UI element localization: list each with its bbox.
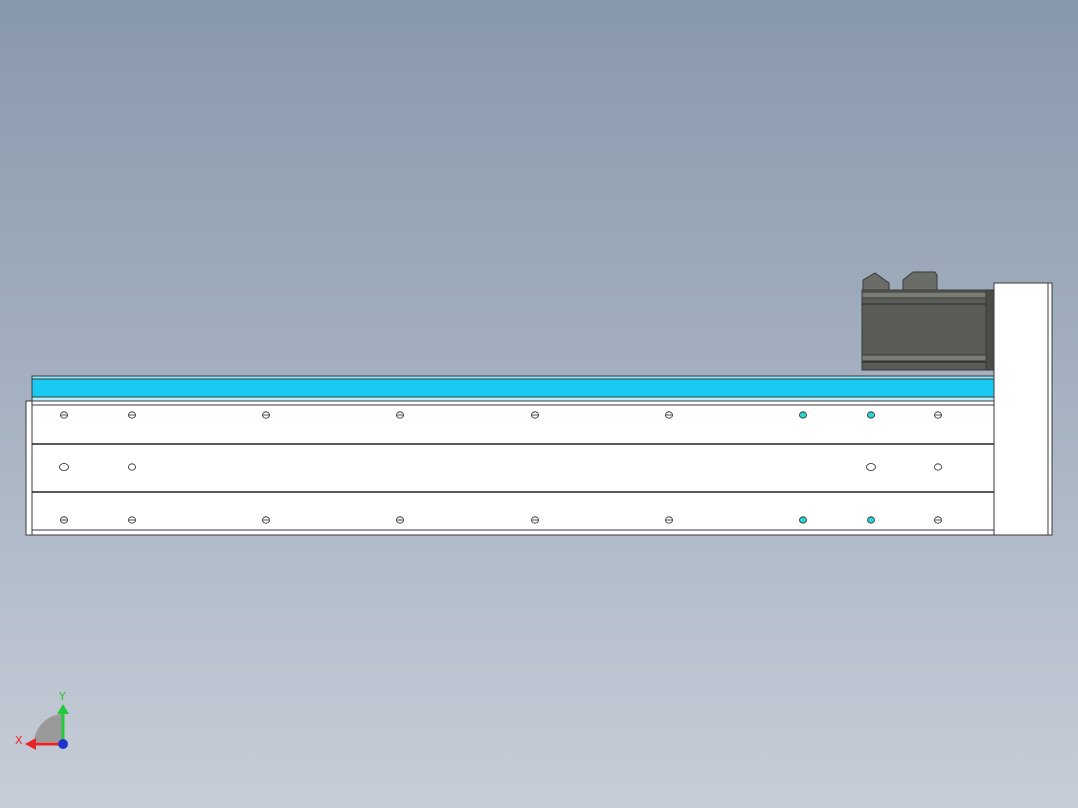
mounting-hole (867, 411, 875, 419)
mounting-hole (799, 411, 807, 419)
rail-body[interactable] (25, 400, 997, 536)
cover-strip-body (31, 378, 997, 398)
motor-bottom-band (861, 354, 993, 362)
mounting-hole (866, 463, 876, 471)
triad-y-label: Y (58, 690, 66, 703)
cover-strip-lip (31, 396, 997, 402)
mounting-hole (934, 463, 942, 471)
orientation-triad[interactable]: X Y (15, 690, 69, 750)
mounting-hole (867, 516, 875, 524)
triad-x-label: X (15, 734, 23, 747)
triad-x-arrowhead (25, 738, 36, 750)
motor-connector-2 (902, 271, 938, 291)
stepper-motor[interactable] (861, 271, 997, 371)
triad-z-axis (58, 739, 68, 749)
mounting-hole (799, 516, 807, 524)
mounting-holes[interactable] (59, 411, 942, 524)
mounting-hole (128, 463, 136, 471)
mounting-hole (59, 463, 69, 471)
end-plate[interactable] (993, 282, 1053, 536)
triad-plane-indicator (34, 714, 62, 742)
motor-top-band (861, 291, 993, 299)
triad-y-arrowhead (57, 704, 69, 714)
cover-strip[interactable] (31, 375, 997, 402)
motor-connector-1 (862, 272, 890, 291)
linear-module-assembly[interactable] (25, 271, 1053, 536)
rail-profile (31, 400, 997, 536)
